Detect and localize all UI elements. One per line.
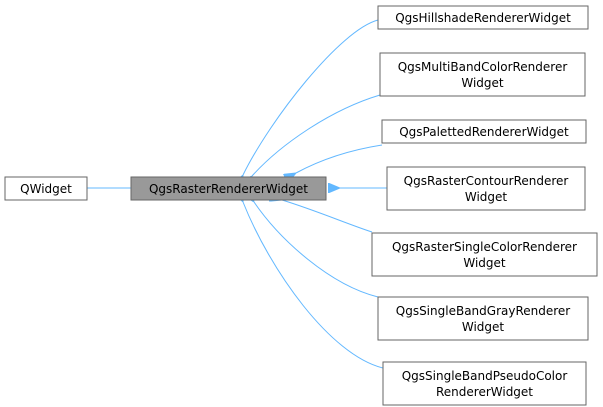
edge-multiband-to-focus [252,94,381,176]
node-gray-label-line1: QgsSingleBandGrayRenderer [396,304,571,318]
node-multiband-label-line1: QgsMultiBandColorRenderer [398,60,568,74]
node-pseudocolor-label-line2: RendererWidget [436,385,533,399]
node-singlecolor-label-line1: QgsRasterSingleColorRenderer [392,240,577,254]
node-qgshillshaderendererwidget[interactable]: QgsHillshadeRendererWidget [377,5,589,30]
edge-paletted-to-focus [296,144,383,173]
edge-gray-to-focus [254,202,379,298]
node-singlecolor-label-line2: Widget [463,256,506,270]
node-qgsrasterrendererwidget-label: QgsRasterRendererWidget [149,182,308,196]
edge-hillshade-to-focus [243,19,379,175]
node-qgssinglebandpseudocolorrendererwidget[interactable]: QgsSingleBandPseudoColor RendererWidget [382,361,587,406]
node-qgspalettedrendererwidget[interactable]: QgsPalettedRendererWidget [381,119,587,144]
edge-pseudocolor-to-focus [243,202,384,369]
node-qgsrastercontourrendererwidget[interactable]: QgsRasterContourRenderer Widget [386,166,586,211]
node-qgsrastersinglecolorrendererwidget[interactable]: QgsRasterSingleColorRenderer Widget [371,232,598,277]
node-qgssinglebandgrayrendererwidget[interactable]: QgsSingleBandGrayRenderer Widget [377,296,589,341]
node-qgsrasterrendererwidget[interactable]: QgsRasterRendererWidget [130,176,327,201]
node-pseudocolor-label-line1: QgsSingleBandPseudoColor [402,369,568,383]
node-paletted-label: QgsPalettedRendererWidget [399,125,569,139]
edges-layer [87,19,387,369]
edge-singlecolor-to-focus [282,200,373,233]
node-qwidget-label: QWidget [20,182,72,196]
node-qwidget[interactable]: QWidget [4,176,88,201]
node-gray-label-line2: Widget [462,320,505,334]
node-contour-label-line2: Widget [465,190,508,204]
node-qgsmultibandcolorrendererwidget[interactable]: QgsMultiBandColorRenderer Widget [379,52,586,97]
node-contour-label-line1: QgsRasterContourRenderer [404,174,569,188]
node-hillshade-label: QgsHillshadeRendererWidget [395,11,571,25]
node-multiband-label-line2: Widget [461,76,504,90]
